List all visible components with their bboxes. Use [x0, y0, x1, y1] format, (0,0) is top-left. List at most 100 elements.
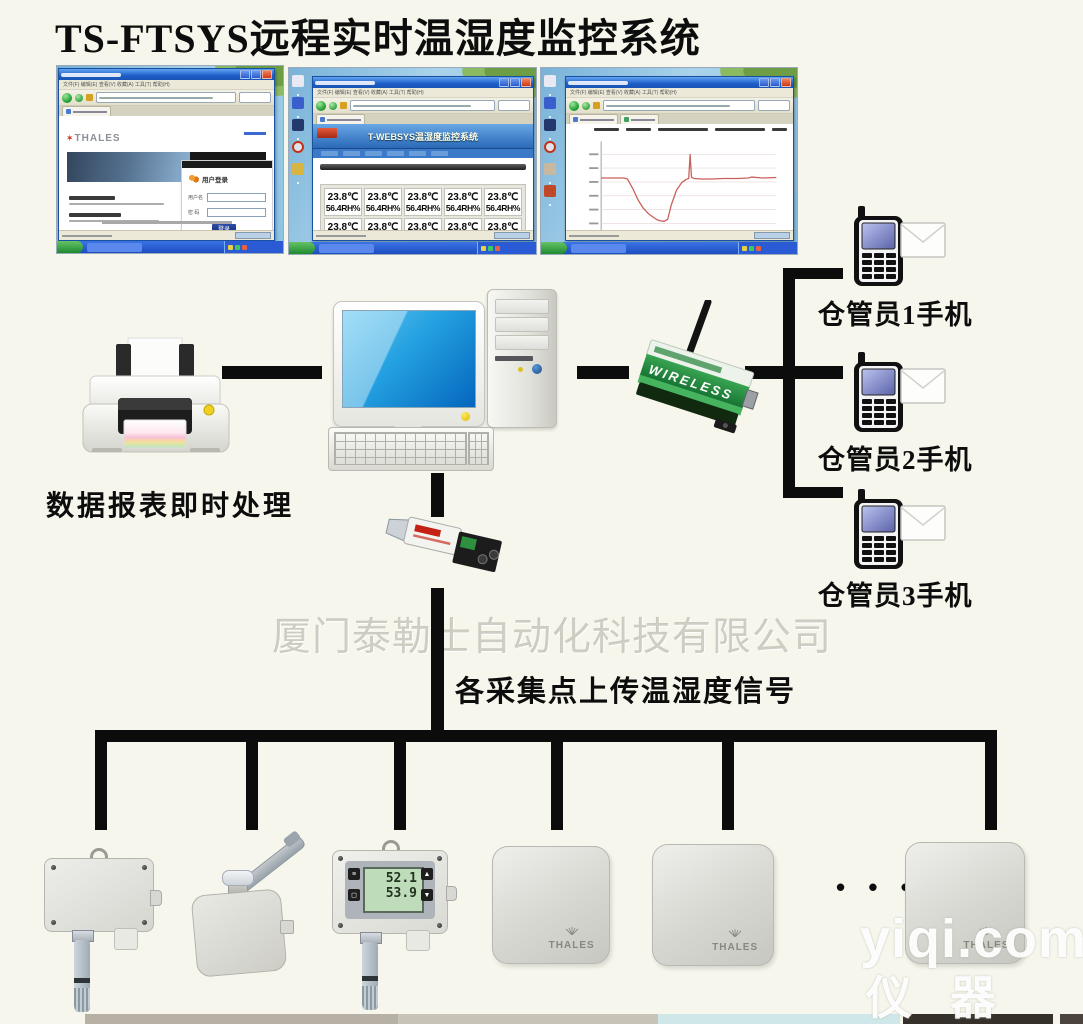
desktop-icon[interactable]	[292, 97, 304, 109]
bottom-strip-segment	[85, 1014, 398, 1024]
system-tray	[738, 242, 797, 254]
back-icon[interactable]	[62, 92, 72, 103]
taskbar-item[interactable]	[571, 243, 626, 253]
top-link-placeholder[interactable]	[244, 132, 266, 135]
search-box[interactable]	[239, 92, 271, 103]
taskbar	[541, 242, 797, 254]
thales-star-icon: ✶	[66, 133, 74, 143]
gridlines	[601, 153, 777, 224]
login-page: ✶THALES 用户登录 用户名	[59, 116, 274, 230]
browser-tab-active[interactable]	[620, 114, 659, 124]
address-bar[interactable]	[96, 92, 236, 103]
search-box[interactable]	[498, 100, 530, 111]
mounting-tab	[150, 890, 162, 906]
minimize-icon[interactable]	[240, 70, 250, 79]
desktop-icon[interactable]	[544, 163, 556, 175]
menu-bar[interactable]: 文件(F) 编辑(E) 查看(V) 收藏(A) 工具(T) 帮助(H)	[566, 88, 793, 98]
drive-bay	[495, 335, 549, 350]
back-icon[interactable]	[569, 100, 579, 111]
address-bar[interactable]	[603, 100, 755, 111]
nav-item[interactable]	[431, 151, 448, 156]
ok-button[interactable]: ◻	[348, 889, 360, 901]
menu-bar[interactable]: 文件(F) 编辑(E) 查看(V) 收藏(A) 工具(T) 帮助(H)	[313, 88, 533, 98]
gland-cap	[222, 870, 254, 886]
desktop-icon[interactable]	[292, 119, 304, 131]
browser-tab[interactable]	[569, 114, 618, 124]
nav-item[interactable]	[321, 151, 338, 156]
close-icon[interactable]	[521, 78, 531, 87]
monitor-login-screenshot: 文件(F) 编辑(E) 查看(V) 收藏(A) 工具(T) 帮助(H) ✶THA…	[57, 66, 283, 253]
desktop-icon[interactable]	[544, 119, 556, 131]
desktop-icon[interactable]	[292, 141, 304, 153]
down-button[interactable]: ▼	[421, 889, 433, 901]
back-icon[interactable]	[316, 100, 326, 111]
desktop-icon[interactable]	[544, 75, 556, 87]
maximize-icon[interactable]	[251, 70, 261, 79]
start-button[interactable]	[541, 242, 567, 254]
user-icon	[189, 175, 199, 183]
forward-icon[interactable]	[582, 101, 590, 110]
maximize-icon[interactable]	[770, 78, 780, 87]
key-rows	[334, 432, 467, 465]
start-button[interactable]	[57, 241, 83, 253]
phone-3-caption: 仓管员3手机	[818, 581, 973, 611]
minimize-icon[interactable]	[499, 78, 509, 87]
username-label: 用户名	[188, 195, 204, 201]
menu-bar[interactable]: 文件(F) 编辑(E) 查看(V) 收藏(A) 工具(T) 帮助(H)	[59, 80, 274, 90]
computer-tower	[487, 289, 557, 428]
reading-cell: 23.8℃56.4RH%	[324, 218, 362, 230]
up-button[interactable]: ▲	[421, 868, 433, 880]
taskbar-item[interactable]	[319, 243, 374, 253]
start-button[interactable]	[289, 242, 315, 254]
nav-item[interactable]	[365, 151, 382, 156]
username-field[interactable]	[207, 193, 266, 202]
close-icon[interactable]	[262, 70, 272, 79]
probe	[362, 942, 378, 1010]
login-panel-header	[182, 161, 272, 168]
forward-icon[interactable]	[329, 101, 337, 110]
computer-screen	[342, 310, 476, 408]
password-field[interactable]	[207, 208, 266, 217]
nav-item[interactable]	[387, 151, 404, 156]
password-label: 密 码	[188, 210, 200, 216]
bottom-strip-segment	[658, 1014, 900, 1024]
keyboard	[328, 427, 494, 471]
nav-item[interactable]	[343, 151, 360, 156]
section-divider	[320, 164, 526, 170]
menu-button[interactable]: ≡	[348, 868, 360, 880]
browser-toolbar	[313, 98, 533, 114]
browser-tab[interactable]	[316, 114, 365, 124]
trend-chart	[589, 141, 777, 230]
tab-strip	[59, 106, 274, 116]
maximize-icon[interactable]	[510, 78, 520, 87]
site-title: T-WEBSYS温湿度监控系统	[367, 131, 478, 142]
forward-icon[interactable]	[75, 93, 83, 102]
drive-bay	[495, 317, 549, 332]
minimize-icon[interactable]	[759, 78, 769, 87]
intro-text-block	[69, 196, 169, 230]
power-button[interactable]	[532, 364, 542, 374]
phone-icon	[854, 489, 903, 569]
favorites-icon[interactable]	[340, 102, 347, 109]
close-icon[interactable]	[781, 78, 791, 87]
desktop-icon[interactable]	[292, 75, 304, 87]
lcd-display: 52.1 53.9	[363, 867, 424, 913]
address-bar[interactable]	[350, 100, 495, 111]
desktop-icon[interactable]	[544, 141, 556, 153]
login-button[interactable]: 登录	[212, 224, 236, 230]
browser-tab[interactable]	[62, 106, 111, 116]
favorites-icon[interactable]	[593, 102, 600, 109]
desktop-icon[interactable]	[544, 97, 556, 109]
login-panel: 用户登录 用户名 密 码 登录	[181, 160, 273, 230]
search-box[interactable]	[758, 100, 790, 111]
site-nav	[313, 149, 533, 158]
taskbar-item[interactable]	[87, 242, 142, 252]
nav-item[interactable]	[409, 151, 426, 156]
desktop-icon[interactable]	[544, 185, 556, 197]
sensor-housing: 52.1 53.9 ≡ ◻ ▲ ▼	[332, 850, 448, 934]
desktop-icon[interactable]	[292, 163, 304, 175]
favorites-icon[interactable]	[86, 94, 93, 101]
